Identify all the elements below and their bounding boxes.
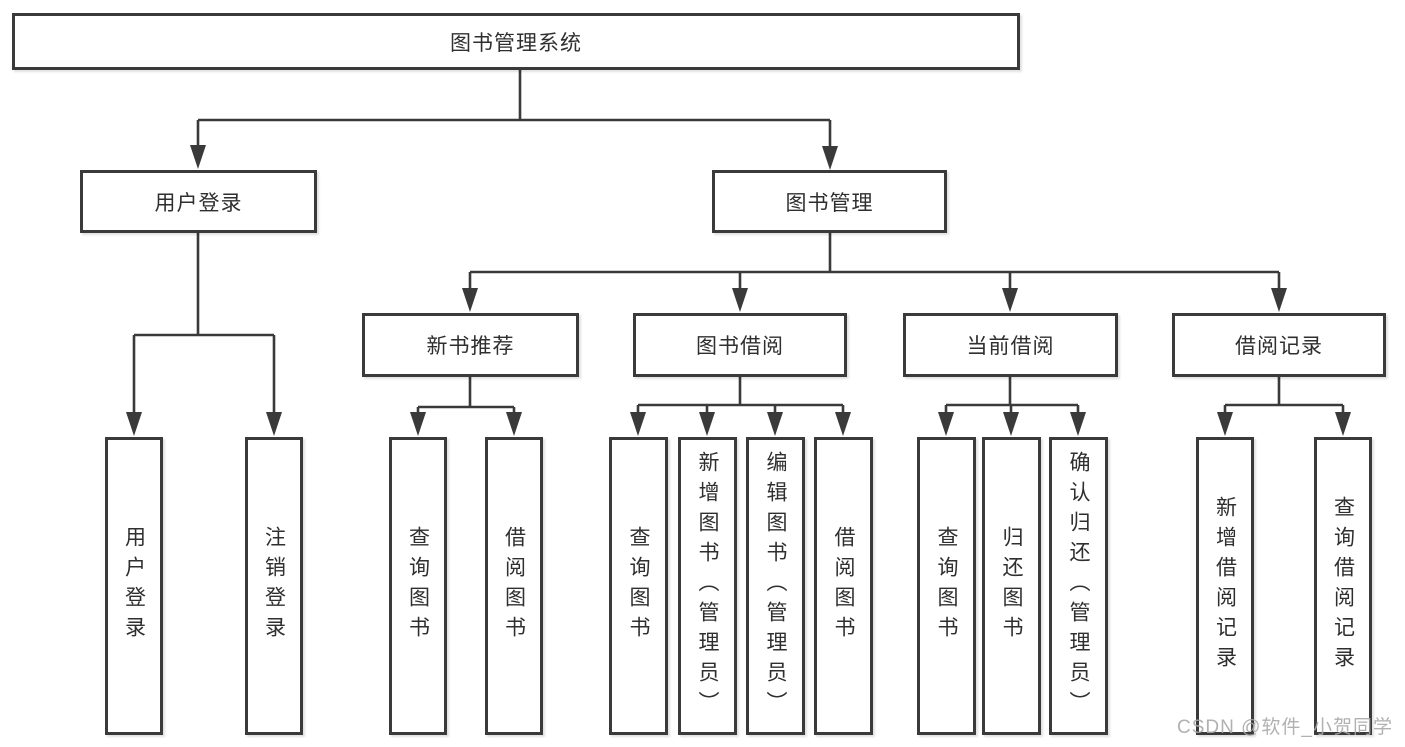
watermark: CSDN @软件_小贺同学 xyxy=(1177,717,1393,738)
leaf-user-login: 用户登录 xyxy=(105,437,163,735)
node-borrowing-records: 借阅记录 xyxy=(1172,313,1386,377)
leaf-label: 编辑图书（管理员） xyxy=(764,451,787,721)
leaf-label: 查询图书 xyxy=(627,526,650,646)
leaf-label: 查询借阅记录 xyxy=(1331,496,1355,676)
leaf-label: 确认归还（管理员） xyxy=(1067,451,1090,721)
leaf-query-books-current: 查询图书 xyxy=(917,437,976,735)
leaf-query-borrow-record: 查询借阅记录 xyxy=(1314,437,1372,735)
leaf-label: 查询图书 xyxy=(406,526,430,646)
leaf-label: 归还图书 xyxy=(1000,526,1023,646)
arrow-icon xyxy=(938,412,954,436)
leaf-confirm-return-admin: 确认归还（管理员） xyxy=(1049,437,1108,735)
leaf-label: 新增图书（管理员） xyxy=(696,451,719,721)
arrow-icon xyxy=(462,288,478,312)
leaf-label: 用户登录 xyxy=(122,526,146,646)
arrow-icon xyxy=(835,412,851,436)
arrow-icon xyxy=(699,412,715,436)
leaf-borrow-books-recommend: 借阅图书 xyxy=(485,437,543,735)
connector-lines xyxy=(132,70,1345,416)
arrow-icon xyxy=(190,145,206,169)
leaf-add-book-admin: 新增图书（管理员） xyxy=(678,437,737,735)
arrow-icon xyxy=(732,288,748,312)
leaf-edit-book-admin: 编辑图书（管理员） xyxy=(746,437,805,735)
arrow-icon xyxy=(1070,412,1086,436)
leaf-label: 注销登录 xyxy=(262,526,286,646)
leaf-label: 查询图书 xyxy=(935,526,958,646)
leaf-query-books-recommend: 查询图书 xyxy=(389,437,447,735)
arrow-icon xyxy=(1271,288,1287,312)
node-new-book-recommend: 新书推荐 xyxy=(362,313,579,377)
leaf-label: 新增借阅记录 xyxy=(1213,496,1237,676)
arrow-icon xyxy=(630,412,646,436)
arrow-icon xyxy=(822,146,838,170)
arrowheads xyxy=(126,145,1351,436)
node-book-management: 图书管理 xyxy=(712,170,947,233)
node-current-borrowing: 当前借阅 xyxy=(903,313,1118,377)
arrow-icon xyxy=(1217,412,1233,436)
leaf-borrow-books: 借阅图书 xyxy=(814,437,873,735)
leaf-label: 借阅图书 xyxy=(832,526,855,646)
arrow-icon xyxy=(1335,412,1351,436)
node-user-login: 用户登录 xyxy=(80,170,317,233)
arrow-icon xyxy=(1002,288,1018,312)
arrow-icon xyxy=(266,412,282,436)
arrow-icon xyxy=(506,412,522,436)
arrow-icon xyxy=(767,412,783,436)
leaf-return-book: 归还图书 xyxy=(982,437,1041,735)
arrow-icon xyxy=(410,412,426,436)
node-book-borrowing: 图书借阅 xyxy=(633,313,847,377)
arrow-icon xyxy=(126,412,142,436)
leaf-logout: 注销登录 xyxy=(245,437,303,735)
node-system-root: 图书管理系统 xyxy=(12,13,1020,70)
leaf-add-borrow-record: 新增借阅记录 xyxy=(1196,437,1254,735)
leaf-label: 借阅图书 xyxy=(502,526,526,646)
leaf-query-books-borrow: 查询图书 xyxy=(609,437,668,735)
arrow-icon xyxy=(1003,412,1019,436)
